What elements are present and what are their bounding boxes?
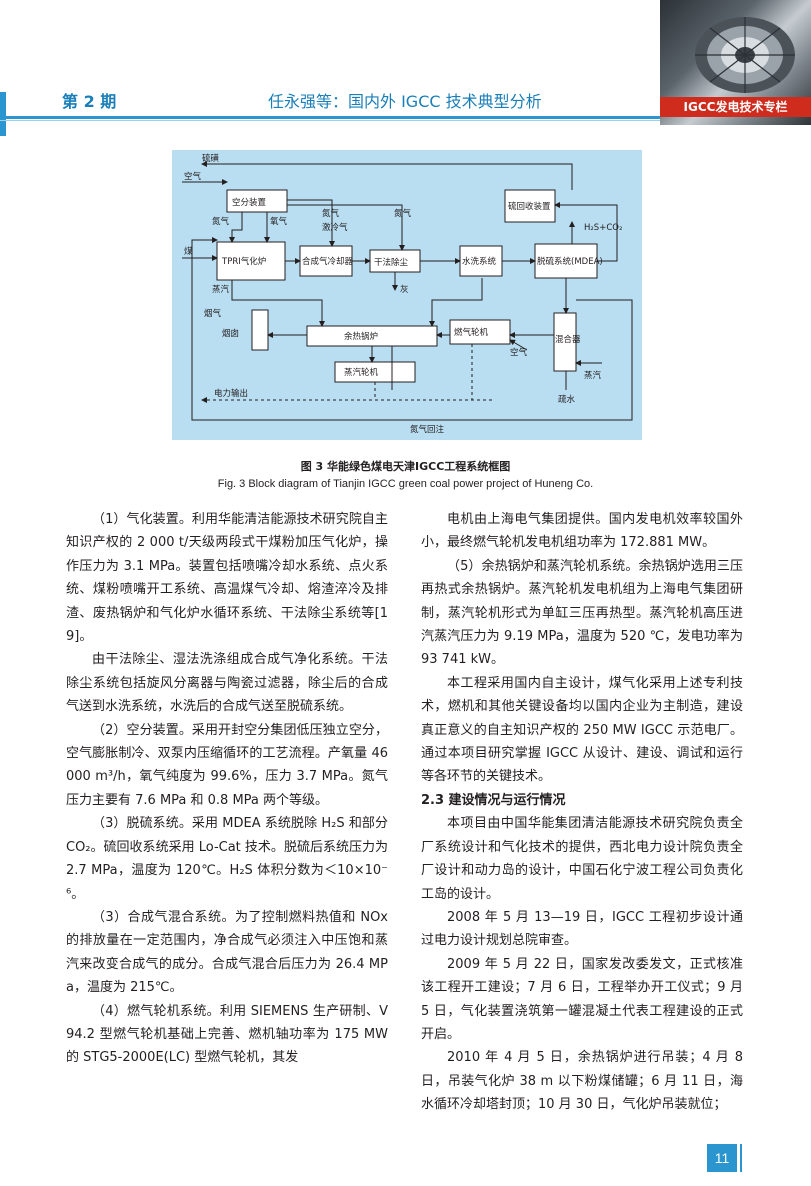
label-sulfur-recovery: 硫回收装置: [508, 201, 551, 212]
box-chimney: [251, 309, 269, 351]
figure-caption-cn: 图 3 华能绿色煤电天津IGCC工程系统框图: [300, 460, 511, 473]
paragraph: 本项目由中国华能集团清洁能源技术研究院负责全厂系统设计和气化技术的提供，西北电力…: [421, 816, 743, 902]
label-air-separation: 空分装置: [232, 197, 267, 208]
label-water-wash: 水洗系统: [462, 256, 497, 267]
system-block-diagram: 硫磺 空气 空分装置 氮气 氧气 氮气 激冷气 氮气 硫回收装置 H₂S+CO₂…: [172, 150, 642, 440]
paragraph: （2）空分装置。采用开封空分集团低压独立空分，空气膨胀制冷、双泵内压缩循环的工艺…: [66, 722, 388, 808]
label-coal: 煤: [184, 246, 193, 257]
label-drain-water: 疏水: [558, 394, 576, 405]
paragraph: 2010 年 4 月 5 日，余热锅炉进行吊装；4 月 8 日，吊装气化炉 38…: [421, 1050, 743, 1113]
paragraph: 2008 年 5 月 13—19 日，IGCC 工程初步设计通过电力设计规划总院…: [421, 909, 743, 949]
column-banner: IGCC发电技术专栏: [660, 0, 811, 125]
label-tpri-gasifier: TPRI气化炉: [221, 256, 266, 267]
label-air-in: 空气: [184, 171, 202, 182]
header-rule-thin: [0, 120, 700, 121]
issue-number: 第 2 期: [62, 92, 117, 111]
box-water-wash: [459, 245, 503, 277]
label-desulfurization: 脱硫系统(MDEA): [537, 256, 603, 267]
label-nitrogen-2: 氮气: [394, 208, 412, 219]
label-syngas-cooler: 合成气冷却器: [302, 256, 354, 267]
section-heading: 2.3 建设情况与运行情况: [421, 792, 566, 808]
paragraph: 电机由上海电气集团提供。国内发电机效率较国外小，最终燃气轮机发电机组功率为 17…: [421, 512, 743, 551]
diagram-svg: 硫磺 空气 空分装置 氮气 氧气 氮气 激冷气 氮气 硫回收装置 H₂S+CO₂…: [182, 153, 633, 435]
paragraph: （4）燃气轮机系统。利用 SIEMENS 生产研制、V94.2 型燃气轮机基础上…: [66, 1003, 388, 1066]
box-air-separation: [226, 189, 288, 213]
box-syngas-cooler: [299, 245, 353, 277]
paragraph: （1）气化装置。利用华能清洁能源技术研究院自主知识产权的 2 000 t/天级两…: [66, 512, 388, 645]
label-nitrogen-quench: 氮气: [322, 208, 340, 219]
label-mixer: 混合器: [555, 334, 581, 345]
page-number: 11: [707, 1144, 737, 1172]
label-dry-dust: 干法除尘: [374, 257, 409, 268]
page-number-bar: [740, 1144, 742, 1172]
paragraph: 本工程采用国内自主设计，煤气化采用上述专利技术，燃机和其他关键设备均以国内企业为…: [421, 675, 743, 785]
label-quench-gas: 激冷气: [322, 222, 348, 233]
right-column: 电机由上海电气集团提供。国内发电机效率较国外小，最终燃气轮机发电机组功率为 17…: [421, 508, 743, 1117]
left-column: （1）气化装置。利用华能清洁能源技术研究院自主知识产权的 2 000 t/天级两…: [66, 508, 388, 1070]
box-sulfur-recovery: [504, 189, 556, 223]
running-title: 任永强等：国内外 IGCC 技术典型分析: [268, 92, 542, 111]
paragraph: （3）合成气混合系统。为了控制燃料热值和 NOx 的排放量在一定范围内，净合成气…: [66, 909, 388, 996]
label-steam-2: 蒸汽: [584, 370, 602, 381]
label-flue-gas: 烟气: [204, 308, 222, 319]
label-h2s-co2: H₂S+CO₂: [584, 223, 622, 233]
paragraph: （5）余热锅炉和蒸汽轮机系统。余热锅炉选用三压再热式余热锅炉。蒸汽轮机发电机组为…: [421, 558, 743, 668]
box-desulfurization: [534, 243, 598, 279]
turbine-image: [695, 17, 795, 93]
paragraph: 由干法除尘、湿法洗涤组成合成气净化系统。干法除尘系统包括旋风分离器与陶瓷过滤器，…: [66, 652, 388, 715]
paragraph: （3）脱硫系统。采用 MDEA 系统脱除 H₂S 和部分 CO₂。硫回收系统采用…: [66, 816, 388, 902]
label-hrsg: 余热锅炉: [344, 331, 378, 342]
banner-label: IGCC发电技术专栏: [660, 97, 811, 117]
label-chimney: 烟囱: [222, 328, 239, 339]
header-rule: [0, 116, 700, 119]
label-power-output: 电力输出: [214, 388, 248, 399]
label-sulfur: 硫磺: [202, 153, 220, 164]
label-steam-1: 蒸汽: [212, 284, 230, 295]
label-gas-turbine: 燃气轮机: [454, 327, 489, 338]
figure-caption-en: Fig. 3 Block diagram of Tianjin IGCC gre…: [217, 478, 594, 490]
label-air-2: 空气: [510, 347, 528, 358]
label-oxygen: 氧气: [270, 216, 288, 227]
label-ash: 灰: [400, 284, 409, 295]
left-edge-mark: [0, 92, 6, 136]
label-nitrogen-1: 氮气: [212, 216, 230, 227]
paragraph: 2009 年 5 月 22 日，国家发改委发文，正式核准该工程开工建设；7 月 …: [421, 956, 743, 1042]
label-steam-turbine: 蒸汽轮机: [344, 367, 379, 378]
label-nitrogen-reinjection: 氮气回注: [410, 424, 445, 435]
